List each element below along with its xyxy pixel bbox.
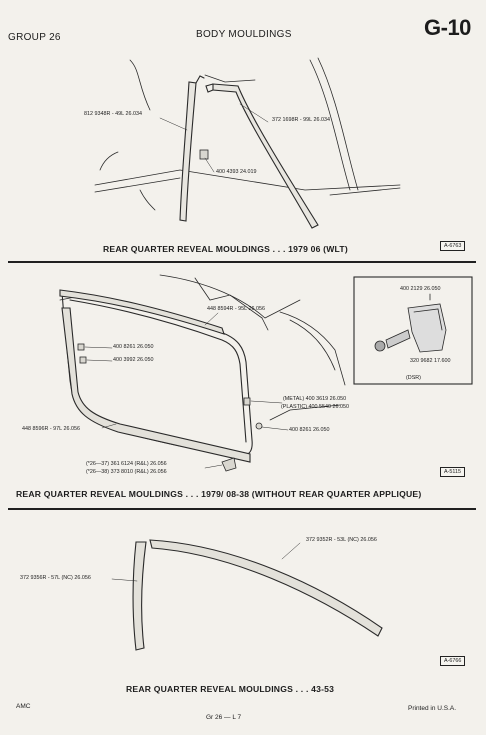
section2-top-moulding [59,289,225,335]
inset-part-label: 400 2129 26.050 [400,286,441,292]
section1-leaders [159,103,269,173]
section2-inset-frame [353,276,473,385]
part-number-label: 372 9352R - 53L (NC) 26.056 [306,537,377,543]
section1-left-moulding [179,75,205,222]
footer-page-ref: Gr 26 — L 7 [206,714,242,721]
section2-caption: REAR QUARTER REVEAL MOULDINGS . . . 1979… [16,489,422,499]
group-label: GROUP 26 [8,32,61,43]
page-id: G-10 [424,15,471,40]
section1-caption: REAR QUARTER REVEAL MOULDINGS . . . 1979… [103,244,348,254]
inset-part-label: 320 9682 17.600 [410,358,451,364]
section1-ref-badge: A-6763 [440,241,466,251]
section2-ref-badge: A-5115 [440,467,465,477]
part-number-label: (PLASTIC) 400 5540 26.050 [281,404,350,410]
section-divider [8,508,476,510]
section1-body-outline [94,57,401,211]
part-number-label: 400 3992 26.050 [113,357,154,363]
part-number-label: (*26—38) 373 8010 (R&L) 26.056 [86,469,167,475]
part-number-label: 372 1698R - 99L 26.034 [272,117,330,123]
part-number-label: 372 9356R - 57L (NC) 26.056 [20,575,91,581]
footer-brand: AMC [16,703,31,710]
section2-inset-parts [374,293,447,353]
section3-left-moulding [132,541,147,651]
footer-printed: Printed in U.S.A. [408,705,457,712]
section3-leaders [111,542,301,582]
page-title: BODY MOULDINGS [196,29,292,40]
section2-left-moulding [61,307,251,463]
inset-note: (DSR) [406,375,421,381]
section2-window-frame [61,291,253,457]
part-number-label: 448 8596R - 97L 26.056 [22,426,80,432]
part-number-label: (METAL) 400 3619 26.050 [283,396,347,402]
section3-right-moulding [149,539,383,637]
part-number-label: 400 8261 26.050 [289,427,330,433]
section1-right-moulding [205,83,319,229]
section-divider [8,261,476,263]
section3-ref-badge: A-6766 [440,656,466,666]
part-number-label: (*26—37) 361 6124 (R&L) 26.056 [86,461,167,467]
part-number-label: 448 8594R - 95L 26.056 [207,306,265,312]
section1-clip-shape [199,149,209,160]
section2-leaders [84,312,289,469]
part-number-label: 812 9348R - 49L 26.034 [84,111,142,117]
section2-clips [77,343,263,472]
part-number-label: 400 8261 26.050 [113,344,154,350]
section3-caption: REAR QUARTER REVEAL MOULDINGS . . . 43-5… [126,684,335,694]
part-number-label: 400 4393 24.019 [216,169,257,175]
